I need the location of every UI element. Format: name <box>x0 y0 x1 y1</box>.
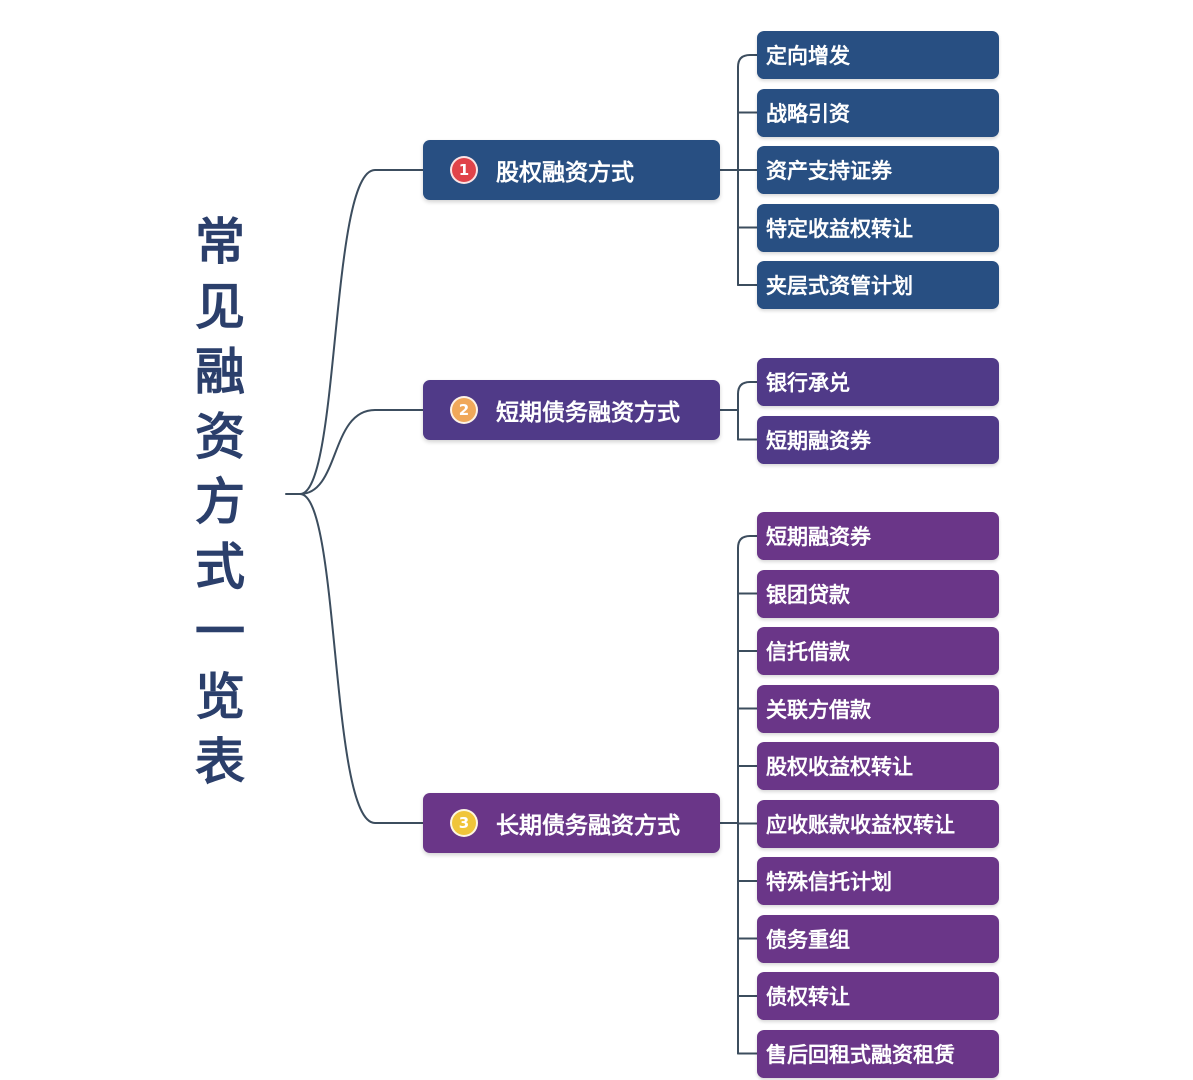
category-label: 股权融资方式 <box>496 160 634 186</box>
category-label: 长期债务融资方式 <box>496 813 680 839</box>
title-char: 式 <box>195 538 245 596</box>
category-node: 3 长期债务融资方式 <box>423 793 720 853</box>
leaf-node: 定向增发 <box>757 31 999 79</box>
leaf-node: 股权收益权转让 <box>757 742 999 790</box>
number-badge: 1 <box>450 156 478 184</box>
category-label: 短期债务融资方式 <box>496 400 680 426</box>
title-char: 一 <box>195 603 245 661</box>
title-char: 见 <box>195 278 245 336</box>
leaf-node: 债务重组 <box>757 914 999 963</box>
leaf-node: 债权转让 <box>757 972 999 1020</box>
leaf-node: 特定收益权转让 <box>757 203 999 252</box>
leaf-node: 售后回租式融资租赁 <box>757 1029 999 1078</box>
leaf-node: 应收账款收益权转让 <box>757 799 999 848</box>
leaf-connector <box>737 535 758 549</box>
title-char: 览 <box>195 668 245 726</box>
category-connector <box>299 493 424 824</box>
category-connector <box>299 169 424 495</box>
leaf-node: 银团贷款 <box>757 569 999 618</box>
leaf-node: 特殊信托计划 <box>757 857 999 905</box>
leaf-node: 短期融资券 <box>757 415 999 464</box>
leaf-node: 银行承兑 <box>757 358 999 406</box>
leaf-node: 资产支持证券 <box>757 146 999 194</box>
leaf-connector <box>737 54 758 68</box>
category-node: 1 股权融资方式 <box>423 140 720 200</box>
title-char: 资 <box>195 408 245 466</box>
leaf-node: 战略引资 <box>757 88 999 137</box>
leaf-node: 夹层式资管计划 <box>757 261 999 309</box>
vertical-title: 常见融资方式一览表 <box>190 210 250 795</box>
title-char: 表 <box>195 733 245 791</box>
leaf-node: 短期融资券 <box>757 512 999 560</box>
title-char: 常 <box>195 213 245 271</box>
leaf-connector <box>737 381 758 395</box>
title-char: 融 <box>195 343 245 401</box>
number-badge: 3 <box>450 809 478 837</box>
number-badge: 2 <box>450 396 478 424</box>
leaf-node: 信托借款 <box>757 627 999 675</box>
title-char: 方 <box>195 473 245 531</box>
leaf-node: 关联方借款 <box>757 684 999 733</box>
category-connector <box>299 409 424 495</box>
category-node: 2 短期债务融资方式 <box>423 380 720 440</box>
